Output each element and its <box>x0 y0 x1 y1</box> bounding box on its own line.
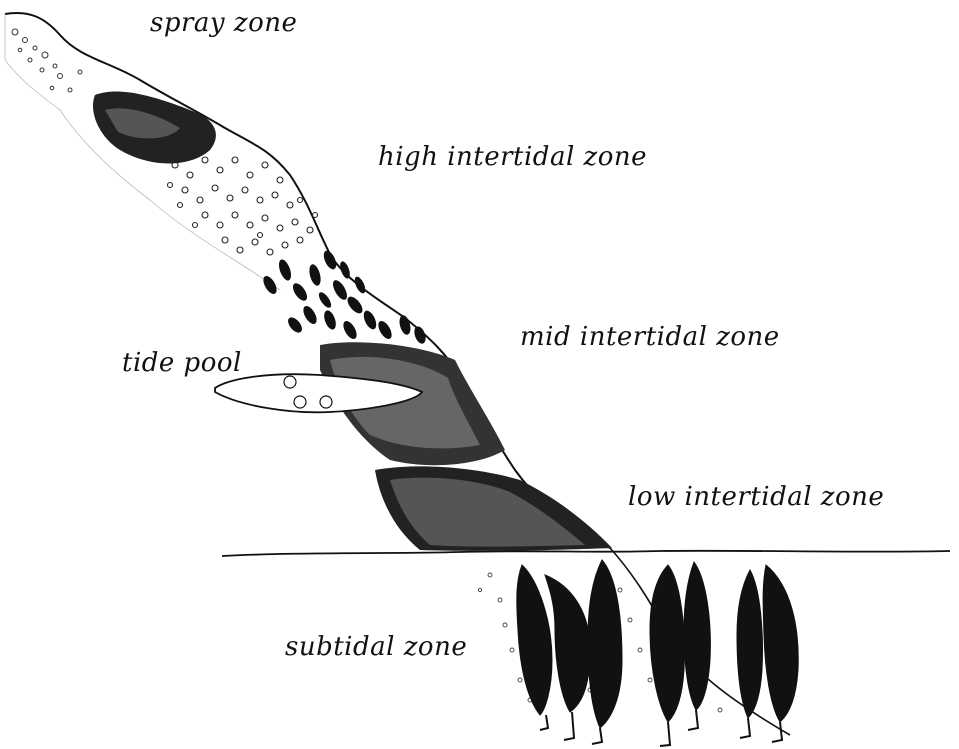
water-line <box>222 551 950 556</box>
kelp-frond <box>588 560 622 744</box>
kelp-frond <box>517 565 552 730</box>
kelp-forest <box>517 560 798 746</box>
low-intertidal-zone-label: low intertidal zone <box>628 482 884 512</box>
barnacle-field <box>168 157 318 255</box>
kelp-frond <box>650 565 684 746</box>
subtidal-zone-label: subtidal zone <box>285 632 467 662</box>
spray-zone-label: spray zone <box>150 8 297 38</box>
kelp-frond <box>763 565 798 742</box>
kelp-frond <box>684 562 710 730</box>
rockweed-texture <box>320 342 612 551</box>
tide-pool-label: tide pool <box>122 348 242 378</box>
dark-band-high <box>93 91 216 163</box>
mussel-bed <box>261 249 428 345</box>
high-intertidal-zone-label: high intertidal zone <box>378 142 647 172</box>
kelp-frond <box>737 570 763 738</box>
mid-intertidal-zone-label: mid intertidal zone <box>520 322 780 352</box>
spray-zone-speckles <box>12 29 82 92</box>
